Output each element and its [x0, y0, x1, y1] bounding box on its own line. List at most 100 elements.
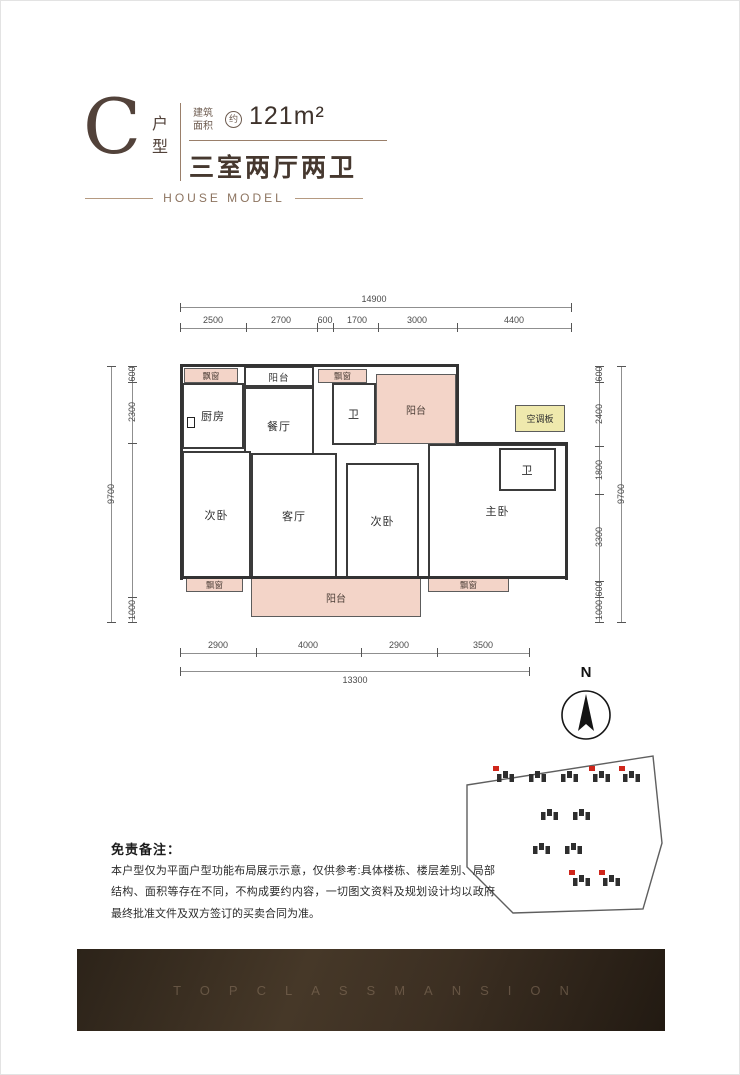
dim-line: [180, 653, 530, 654]
brand-banner-text: TOPCLASSMANSION: [173, 982, 588, 998]
wall-segment: [180, 364, 183, 580]
dim-tick: [571, 323, 572, 332]
dim-top-0: 2500: [202, 315, 224, 325]
dim-top-total: 14900: [361, 294, 387, 304]
compass-needle-icon: [578, 694, 594, 731]
header-rule: [189, 140, 387, 141]
dim-right-total: 9700: [616, 483, 626, 505]
bay-window-top-left: 飘窗: [184, 368, 238, 383]
dim-right-3: 3300: [594, 526, 604, 548]
dim-line: [111, 366, 112, 623]
dim-tick: [595, 494, 604, 495]
room-kitchen: 厨房: [182, 383, 244, 449]
dim-tick: [317, 323, 318, 332]
bay-window-bottom-right: 飘窗: [428, 578, 509, 592]
building-marker-red: [599, 870, 605, 875]
dim-tick: [180, 648, 181, 657]
dim-tick: [595, 382, 604, 383]
subtitle-row: HOUSE MODEL: [85, 191, 363, 205]
dim-right-4: 600: [594, 581, 604, 597]
unit-type-label: 户型: [152, 116, 171, 157]
building-marker-red: [569, 870, 575, 875]
brand-banner: TOPCLASSMANSION: [77, 949, 665, 1031]
building-marker-red: [589, 766, 595, 771]
site-plan: [466, 755, 663, 914]
room-bath-right: 卫: [499, 448, 556, 491]
dim-left-1: 2300: [127, 401, 137, 423]
dim-right-1: 2400: [594, 403, 604, 425]
wall-segment: [456, 364, 459, 446]
dim-tick: [571, 303, 572, 312]
dim-bottom-2: 2900: [388, 640, 410, 650]
dim-tick: [128, 443, 137, 444]
layout-title: 三室两厅两卫: [189, 154, 358, 182]
approx-badge: 约: [225, 111, 242, 128]
dim-tick: [529, 667, 530, 676]
dim-tick: [361, 648, 362, 657]
dim-top-4: 3000: [406, 315, 428, 325]
bay-window-bottom-left: 飘窗: [186, 578, 243, 592]
room-dining: 餐厅: [244, 387, 314, 465]
dim-tick: [333, 323, 334, 332]
dim-tick: [617, 366, 626, 367]
wall-segment: [456, 442, 568, 445]
dim-tick: [180, 667, 181, 676]
dim-tick: [180, 323, 181, 332]
dim-tick: [595, 597, 604, 598]
wall-segment: [180, 364, 459, 367]
disclaimer-body: 本户型仅为平面户型功能布局展示示意，仅供参考:具体楼栋、楼层差别、局部结构、面积…: [111, 865, 495, 920]
dim-bottom-total: 13300: [342, 675, 368, 685]
fridge-icon: [187, 417, 195, 428]
dim-line: [132, 366, 133, 623]
north-arrow: N: [561, 664, 611, 740]
dim-tick: [595, 446, 604, 447]
unit-type-letter: C: [83, 82, 142, 171]
site-boundary: [466, 755, 663, 914]
area-value: 121m²: [249, 102, 325, 130]
dim-top-1: 2700: [270, 315, 292, 325]
dim-left-0: 600: [127, 366, 137, 382]
wall-segment: [180, 576, 568, 579]
dim-line: [180, 671, 530, 672]
subtitle: HOUSE MODEL: [163, 191, 285, 205]
dim-tick: [595, 622, 604, 623]
dim-bottom-0: 2900: [207, 640, 229, 650]
balcony-top-small: 阳台: [244, 366, 314, 387]
dim-tick: [107, 366, 116, 367]
dim-left-2: 1000: [127, 599, 137, 621]
balcony-bottom: 阳台: [251, 578, 421, 617]
disclaimer-title: 免责备注：: [111, 842, 182, 857]
dim-top-3: 1700: [346, 315, 368, 325]
dim-line: [621, 366, 622, 623]
dim-tick: [128, 366, 137, 367]
building-marker-red: [619, 766, 625, 771]
dim-right-5: 1000: [594, 599, 604, 621]
dim-tick: [128, 622, 137, 623]
header-divider: [180, 103, 181, 181]
north-label: N: [581, 664, 592, 681]
dim-tick: [437, 648, 438, 657]
dim-tick: [457, 323, 458, 332]
balcony-top-large: 阳台: [376, 374, 456, 444]
room-living: 客厅: [251, 453, 337, 578]
dim-tick: [180, 303, 181, 312]
ac-panel: 空调板: [515, 405, 565, 432]
dim-tick: [617, 622, 626, 623]
dim-tick: [256, 648, 257, 657]
dim-top-5: 4400: [503, 315, 525, 325]
dim-tick: [595, 581, 604, 582]
dim-right-2: 1800: [594, 459, 604, 481]
room-bedroom-mid: 次卧: [346, 463, 419, 578]
area-label: 建筑面积: [193, 108, 213, 132]
dim-bottom-3: 3500: [472, 640, 494, 650]
dim-top-2: 600: [317, 315, 333, 325]
wall-segment: [565, 442, 568, 580]
dim-left-total: 9700: [106, 483, 116, 505]
dim-tick: [378, 323, 379, 332]
dim-tick: [595, 366, 604, 367]
compass-circle: [561, 690, 611, 740]
dim-tick: [107, 622, 116, 623]
dim-right-0: 600: [594, 366, 604, 382]
dim-tick: [128, 382, 137, 383]
